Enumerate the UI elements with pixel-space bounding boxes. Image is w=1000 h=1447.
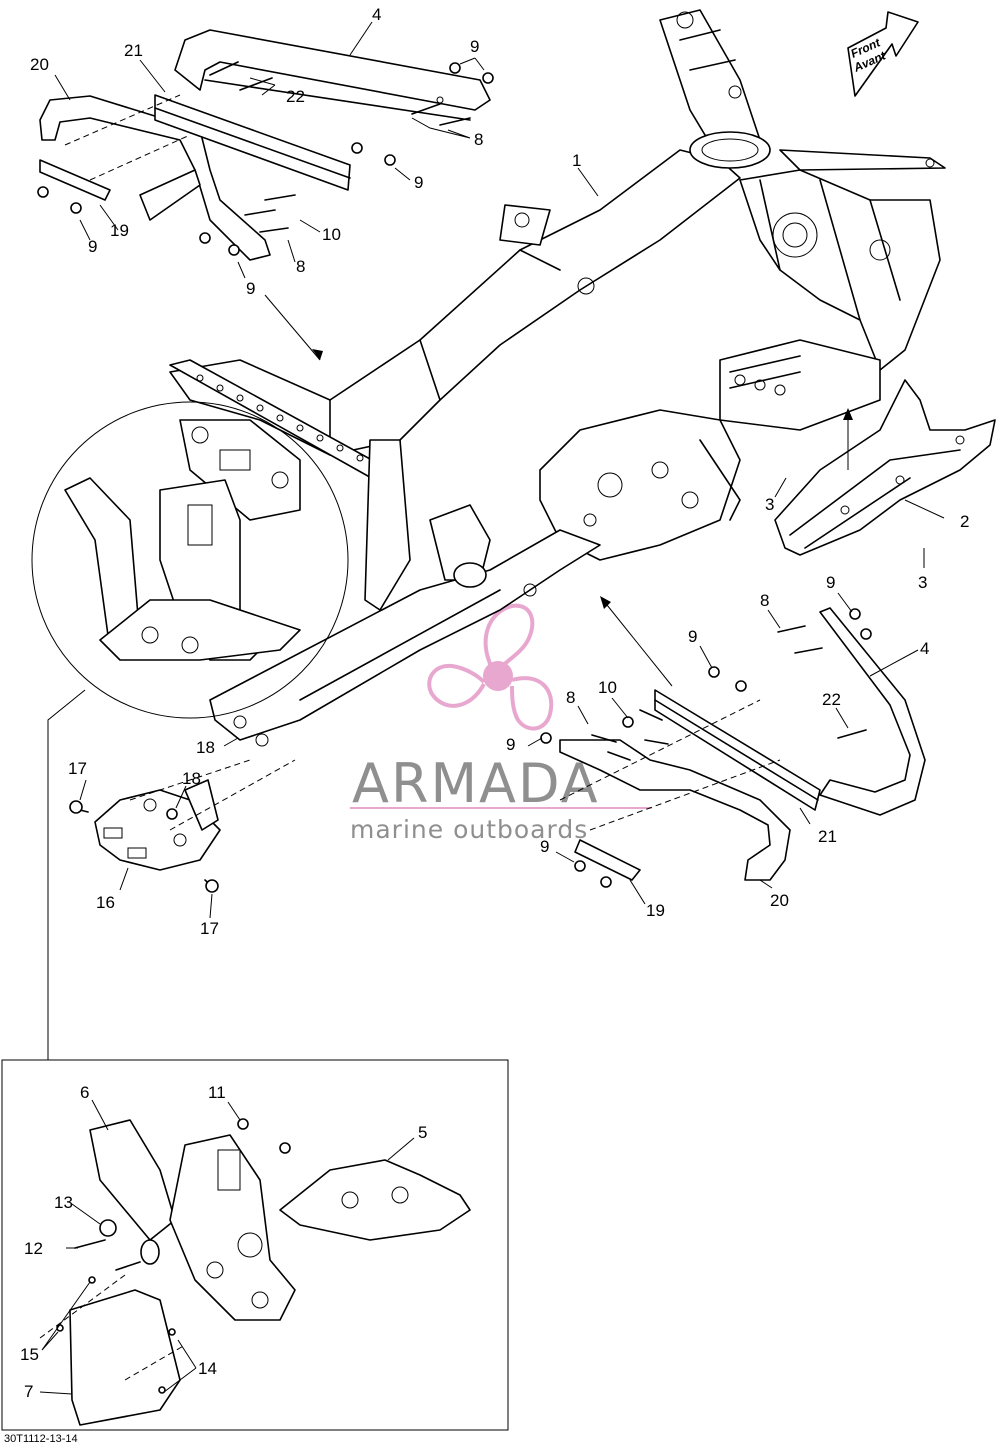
callout-7: 7 <box>24 1382 33 1401</box>
callout-18-left: 18 <box>196 738 215 757</box>
armada-propeller-logo <box>427 603 554 731</box>
watermark-brand: ARMADA <box>352 752 600 815</box>
callout-16: 16 <box>96 893 115 912</box>
callout-11: 11 <box>208 1083 226 1102</box>
callout-20-top: 20 <box>30 55 49 74</box>
callout-6: 6 <box>80 1083 89 1102</box>
front-direction-arrow: Front Avant <box>847 11 919 97</box>
callout-12: 12 <box>24 1239 43 1258</box>
callout-8-left: 8 <box>296 257 305 276</box>
callout-22-bottom: 22 <box>822 690 841 709</box>
callout-19-top: 19 <box>110 221 129 240</box>
callout-22-top: 22 <box>286 87 305 106</box>
callout-10-bottom: 10 <box>598 678 617 697</box>
diagram-code: 30T1112-13-14 <box>4 1433 78 1445</box>
callout-15: 15 <box>20 1345 39 1364</box>
callout-3-upper: 3 <box>765 495 774 514</box>
callout-21-bottom: 21 <box>818 827 837 846</box>
callout-9-b: 9 <box>414 173 423 192</box>
callout-labels: 1 2 3 3 4 4 5 6 7 8 8 8 8 9 9 9 9 9 9 9 … <box>20 5 969 1401</box>
detail-box <box>1 1059 509 1431</box>
callout-9-e: 9 <box>826 573 835 592</box>
callout-4-right: 4 <box>920 639 929 658</box>
callout-8-top: 8 <box>474 130 483 149</box>
leader-lines <box>39 21 945 1395</box>
detail-circle <box>31 401 349 1060</box>
callout-2: 2 <box>960 512 969 531</box>
callout-21-top: 21 <box>124 41 143 60</box>
callout-14: 14 <box>198 1359 217 1378</box>
callout-5: 5 <box>418 1123 427 1142</box>
callout-9-d: 9 <box>246 279 255 298</box>
callout-9-h: 9 <box>540 837 549 856</box>
armada-watermark: ARMADA marine outboards <box>350 603 652 844</box>
engine-mount-bracket <box>69 759 296 893</box>
callout-8-mid: 8 <box>566 688 575 707</box>
callout-19-bottom: 19 <box>646 901 665 920</box>
skid-plate <box>774 379 996 556</box>
callout-9-c: 9 <box>88 237 97 256</box>
callout-9-g: 9 <box>506 735 515 754</box>
callout-4-top: 4 <box>372 5 381 24</box>
callout-9-f: 9 <box>688 627 697 646</box>
callout-10-top: 10 <box>322 225 341 244</box>
callout-8-right: 8 <box>760 591 769 610</box>
callout-20-bottom: 20 <box>770 891 789 910</box>
callout-18-right: 18 <box>182 769 201 788</box>
rear-right-bumper-group <box>540 607 926 888</box>
front-left-bumper-group <box>37 29 494 261</box>
main-frame <box>169 9 946 747</box>
callout-9-a: 9 <box>470 37 479 56</box>
callout-3-lower: 3 <box>918 573 927 592</box>
callout-17-top: 17 <box>68 759 87 778</box>
assembly-arrows <box>264 294 853 687</box>
callout-13: 13 <box>54 1193 73 1212</box>
watermark-tagline: marine outboards <box>350 815 588 844</box>
callout-1: 1 <box>572 151 581 170</box>
callout-17-bottom: 17 <box>200 919 219 938</box>
